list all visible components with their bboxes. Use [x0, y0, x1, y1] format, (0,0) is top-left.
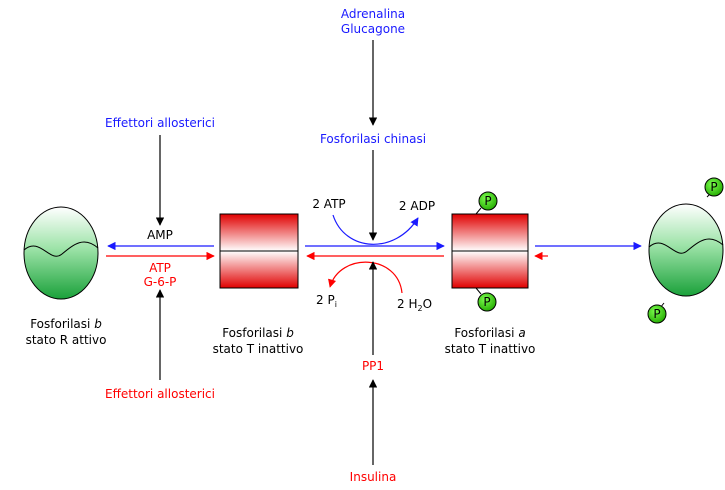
kinase-label: Fosforilasi chinasi [320, 132, 426, 146]
phosphate-group: P [704, 177, 724, 197]
g6p-label: G-6-P [144, 275, 177, 289]
effectors-top-label: Effettori allosterici [105, 116, 215, 130]
enzyme-b-r-state [23, 206, 99, 300]
h2o-pi-curve [328, 261, 403, 294]
enzyme-a-t-state [451, 207, 529, 295]
two-adp-label: 2 ADP [399, 199, 435, 213]
hormones-label-line2: Glucagone [341, 22, 405, 36]
enzyme-b-t-state [219, 213, 299, 289]
svg-text:P: P [484, 194, 491, 208]
insulin-label: Insulina [350, 470, 397, 484]
effectors-bottom-label: Effettori allosterici [105, 387, 215, 401]
right-enzyme-caption-line2: stato T inattivo [445, 342, 536, 356]
two-h2o-label: 2 H2O [397, 297, 432, 313]
svg-text:P: P [483, 295, 490, 309]
svg-text:P: P [710, 180, 717, 194]
left-enzyme-caption-line1: Fosforilasi b [30, 317, 102, 331]
pp1-label: PP1 [362, 359, 384, 373]
amp-label: AMP [147, 228, 173, 242]
left-enzyme-caption-line2: stato R attivo [26, 333, 107, 347]
phosphate-group: P [647, 304, 667, 324]
atp-effector-label: ATP [149, 261, 171, 275]
atp-adp-curve [332, 214, 419, 245]
mid-enzyme-caption-line2: stato T inattivo [213, 342, 304, 356]
right-enzyme-caption-line1: Fosforilasi a [454, 326, 525, 340]
two-atp-label: 2 ATP [312, 197, 345, 211]
svg-text:P: P [653, 307, 660, 321]
phosphate-group: P [477, 292, 497, 312]
two-pi-label: 2 Pi [316, 293, 337, 309]
phosphate-group: P [478, 191, 498, 211]
hormones-label-line1: Adrenalina [341, 7, 405, 21]
mid-enzyme-caption-line1: Fosforilasi b [222, 326, 294, 340]
enzyme-a-r-state [648, 191, 724, 309]
